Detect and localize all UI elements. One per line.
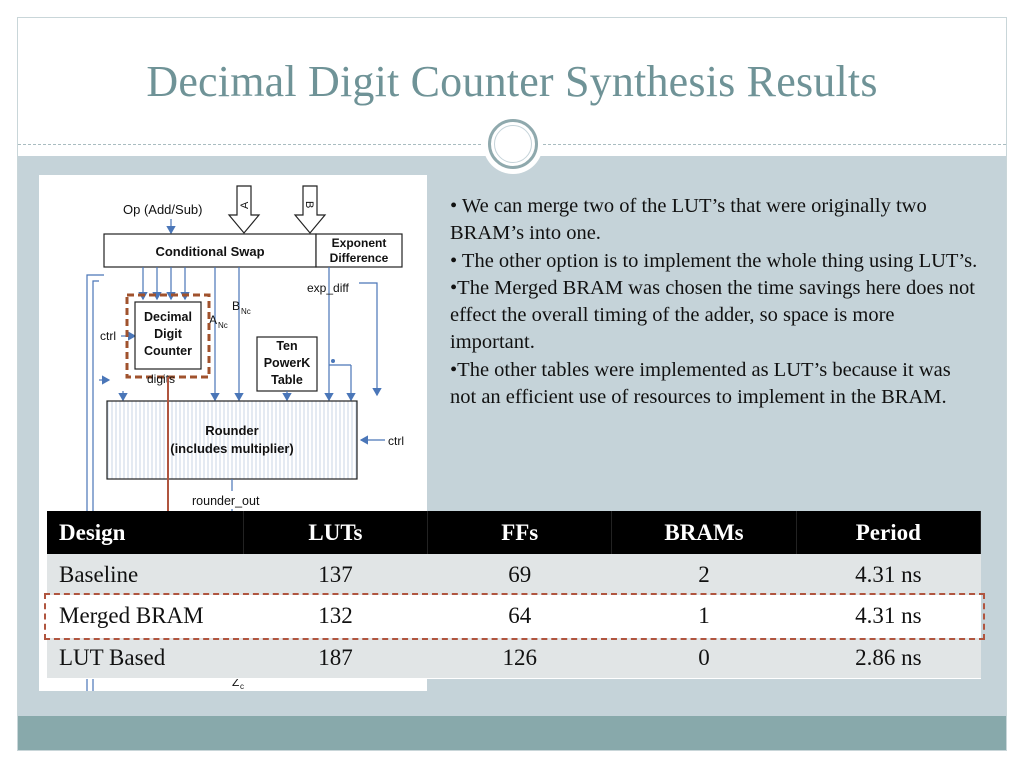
counter-label-1: Decimal — [144, 310, 192, 324]
rounder-out-label: rounder_out — [192, 494, 260, 508]
junction-dot — [331, 359, 335, 363]
cell-design: Merged BRAM — [47, 595, 244, 638]
decimal-digit-counter-block — [134, 301, 202, 370]
exp-diff-wire-label: exp_diff — [307, 281, 349, 295]
header-luts: LUTs — [243, 511, 429, 554]
rounder-label-1: Rounder — [205, 423, 258, 438]
slide-title: Decimal Digit Counter Synthesis Results — [146, 57, 878, 106]
header-design: Design — [47, 511, 244, 554]
conditional-swap-label: Conditional Swap — [155, 244, 264, 259]
table-row: Baseline 137 69 2 4.31 ns — [47, 554, 981, 596]
cell-design: Baseline — [47, 554, 244, 596]
rounder-block — [106, 400, 358, 480]
table-header-row: Design LUTs FFs BRAMs Period — [47, 511, 982, 554]
cell-luts: 132 — [243, 595, 428, 638]
cell-luts: 137 — [243, 554, 428, 596]
conditional-swap-block — [103, 233, 317, 268]
tenpower-label-1: Ten — [276, 339, 297, 353]
bullet-3: •The Merged BRAM was chosen the time sav… — [450, 276, 975, 354]
op-label: Op (Add/Sub) — [123, 202, 203, 217]
bullet-4: •The other tables were implemented as LU… — [450, 358, 951, 409]
header-period: Period — [796, 511, 982, 554]
input-a-arrow-icon — [227, 185, 261, 234]
tenpower-label-2: PowerK — [264, 356, 311, 370]
counter-ctrl-label: ctrl — [100, 329, 116, 343]
counter-label-2: Digit — [154, 327, 183, 341]
anc-subscript: Nc — [218, 321, 228, 330]
cell-ffs: 64 — [427, 595, 612, 638]
exponent-difference-block — [315, 233, 403, 268]
input-b-label: B — [303, 201, 315, 208]
counter-label-3: Counter — [144, 344, 192, 358]
synthesis-results-table: Design LUTs FFs BRAMs Period Baseline 13… — [47, 511, 982, 679]
ornament-core — [494, 125, 532, 163]
zc-label: Z — [232, 675, 239, 689]
bullet-1: • We can merge two of the LUT’s that wer… — [450, 195, 927, 245]
exponent-difference-label-1: Exponent — [332, 236, 387, 250]
bullet-list: • We can merge two of the LUT’s that wer… — [450, 193, 980, 411]
table-row: LUT Based 187 126 0 2.86 ns — [47, 637, 981, 679]
digits-label: digits — [147, 372, 175, 386]
header-ffs: FFs — [427, 511, 613, 554]
exponent-difference-label-2: Difference — [330, 251, 389, 265]
ten-powerk-table-block — [256, 336, 318, 392]
cell-period: 4.31 ns — [796, 595, 981, 638]
cell-period: 4.31 ns — [796, 554, 981, 596]
wire-right-outer — [359, 282, 382, 397]
cell-brams: 1 — [611, 595, 797, 638]
anc-label: A — [209, 313, 217, 327]
table-row: Merged BRAM 132 64 1 4.31 ns — [47, 595, 981, 638]
cell-ffs: 126 — [427, 637, 612, 679]
rounder-label-2: (includes multiplier) — [170, 441, 294, 456]
merged-bram-highlight — [44, 593, 985, 640]
tenpower-label-3: Table — [271, 373, 303, 387]
bnc-subscript: Nc — [241, 307, 251, 316]
input-a-label: A — [239, 201, 251, 209]
cell-luts: 187 — [243, 637, 428, 679]
bnc-label: B — [232, 299, 240, 313]
cell-ffs: 69 — [427, 554, 612, 596]
rounder-ctrl-label: ctrl — [388, 434, 404, 448]
cell-brams: 0 — [611, 637, 797, 679]
bullet-2: • The other option is to implement the w… — [450, 249, 978, 272]
cell-design: LUT Based — [47, 637, 244, 679]
cell-brams: 2 — [611, 554, 797, 596]
input-b-arrow-icon — [293, 185, 327, 234]
cell-period: 2.86 ns — [796, 637, 981, 679]
bottom-band — [18, 716, 1006, 750]
header-brams: BRAMs — [611, 511, 797, 554]
zc-subscript: c — [240, 682, 244, 691]
